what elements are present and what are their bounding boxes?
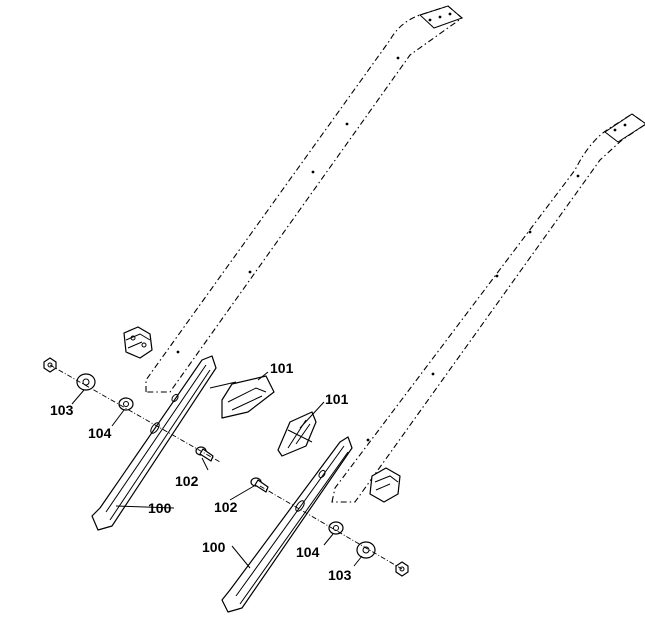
- left-washer-large: [76, 373, 96, 391]
- left-handle-tube: [145, 5, 463, 393]
- right-clip: [277, 411, 317, 457]
- left-lower-rail: [91, 355, 217, 531]
- right-washer-small: [328, 521, 344, 535]
- right-handle-tube: [331, 113, 645, 503]
- left-knob: [123, 326, 153, 359]
- left-washer-small: [118, 397, 134, 411]
- label-right-washer-large: 103: [328, 567, 352, 583]
- label-left-bolt: 102: [175, 473, 199, 489]
- label-right-clip: 101: [325, 391, 349, 407]
- left-clip: [209, 375, 275, 419]
- right-washer-large: [356, 541, 376, 559]
- right-bolt: [250, 477, 269, 493]
- right-assembly-axis: [259, 485, 403, 570]
- label-right-rail: 100: [202, 539, 226, 555]
- right-knob: [369, 467, 401, 503]
- label-left-rail: 100: [148, 500, 172, 516]
- label-right-washer-small: 104: [296, 544, 320, 560]
- right-lower-rail: [221, 436, 353, 613]
- label-left-clip: 101: [270, 360, 294, 376]
- label-right-bolt: 102: [214, 499, 238, 515]
- left-assembly-axis: [49, 364, 221, 463]
- label-left-washer-small: 104: [88, 425, 112, 441]
- label-left-washer-large: 103: [50, 402, 74, 418]
- left-bolt: [195, 446, 214, 462]
